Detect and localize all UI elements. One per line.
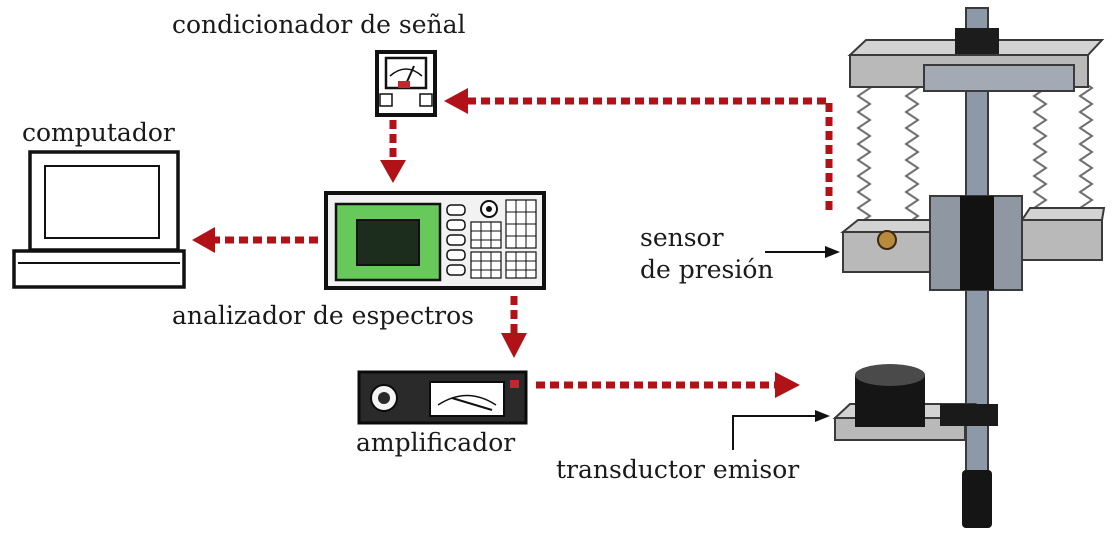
emitter-transducer-label: transductor emisor (556, 455, 799, 484)
pointer-arrow-icon (815, 410, 830, 422)
spectrum-analyzer-device (324, 191, 546, 290)
signal-conditioner-device (375, 50, 437, 117)
rod-collar (940, 404, 998, 426)
computer-label: computador (22, 118, 175, 147)
arrowhead-down-icon (380, 160, 406, 183)
right-plate (1021, 219, 1103, 261)
top-bracket (923, 64, 1075, 92)
pointer-arrow-icon (825, 246, 840, 258)
top-clamp (955, 28, 999, 54)
pointer-lines (732, 246, 840, 450)
arrowhead-right-icon (775, 372, 800, 398)
pressure-sensor-icon (877, 230, 897, 250)
computer-device (12, 150, 186, 289)
amplifier-device (357, 370, 528, 425)
transducer-top (855, 364, 925, 386)
pressure-sensor-label-line2: de presión (640, 255, 773, 284)
test-apparatus (832, 7, 1106, 528)
arrowhead-left-icon (444, 88, 468, 114)
arrowhead-down-icon (501, 333, 527, 358)
arrowhead-left-icon (192, 227, 215, 253)
signal-path-sensor-to-conditioner (468, 97, 833, 210)
central-block-core (960, 196, 994, 290)
amplifier-label: amplificador (356, 428, 515, 457)
spectrum-analyzer-label: analizador de espectros (172, 301, 474, 330)
rod-bottom-grip (962, 470, 992, 528)
right-plate-surface (1020, 207, 1106, 221)
signal-conditioner-label: condicionador de señal (172, 10, 466, 39)
pressure-sensor-label-line1: sensor (640, 223, 724, 252)
spring-coils (856, 79, 1094, 225)
signal-paths (192, 88, 833, 398)
